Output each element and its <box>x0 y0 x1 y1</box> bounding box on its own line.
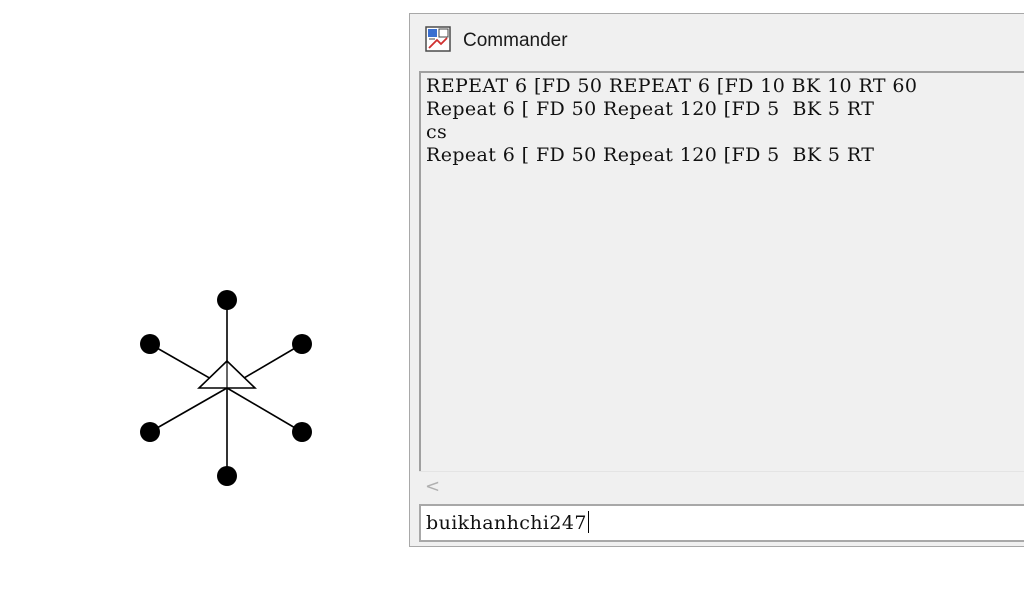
drawing-canvas <box>140 290 312 486</box>
text-caret <box>587 511 589 533</box>
window-title: Commander <box>463 30 568 51</box>
arm-dot <box>217 466 237 486</box>
arm-dot <box>292 334 312 354</box>
titlebar: Commander <box>410 14 1024 70</box>
history-line[interactable]: cs <box>426 121 448 143</box>
history-line[interactable]: REPEAT 6 [FD 50 REPEAT 6 [FD 10 BK 10 RT… <box>426 75 918 97</box>
horizontal-scrollbar[interactable]: < <box>419 471 1024 502</box>
commander-window: Commander REPEAT 6 [FD 50 REPEAT 6 [FD 1… <box>409 13 1024 547</box>
arm-dot <box>217 290 237 310</box>
command-input[interactable]: buikhanhchi247 <box>419 504 1024 542</box>
arm-dot <box>292 422 312 442</box>
command-input-text[interactable]: buikhanhchi247 <box>426 511 589 534</box>
arm-dot <box>140 334 160 354</box>
star-drawing <box>140 290 312 486</box>
logo-app-icon <box>425 26 451 52</box>
command-input-value: buikhanhchi247 <box>426 512 587 534</box>
arm-line <box>226 387 303 433</box>
history-line[interactable]: Repeat 6 [ FD 50 Repeat 120 [FD 5 BK 5 R… <box>426 98 875 120</box>
arm-dot <box>140 422 160 442</box>
scroll-left-arrow-icon[interactable]: < <box>425 476 441 497</box>
history-line[interactable]: Repeat 6 [ FD 50 Repeat 120 [FD 5 BK 5 R… <box>426 144 875 166</box>
command-history[interactable]: REPEAT 6 [FD 50 REPEAT 6 [FD 10 BK 10 RT… <box>419 71 1024 501</box>
arm-line <box>149 387 228 433</box>
